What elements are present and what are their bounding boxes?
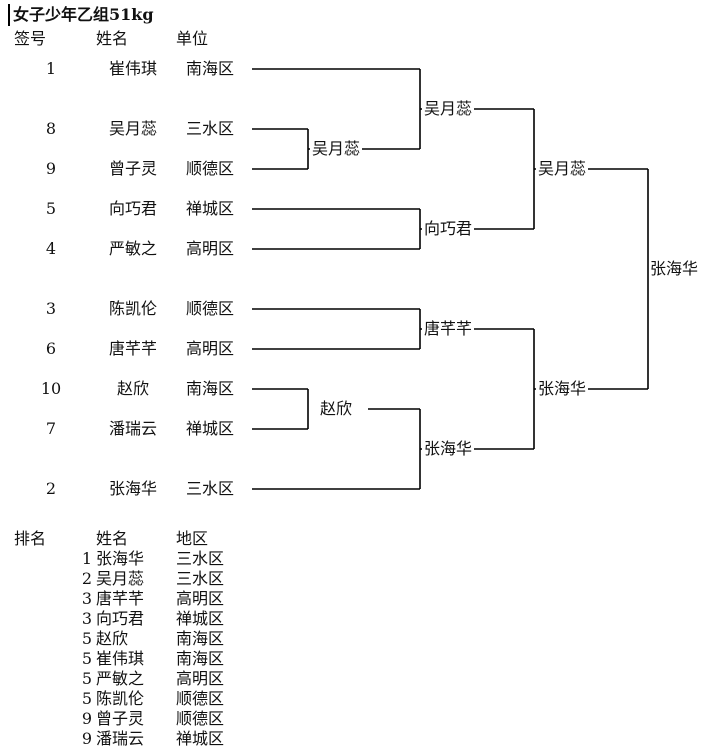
bracket-r2-winner: 向巧君 (422, 219, 475, 239)
ranking-region: 顺德区 (176, 689, 225, 708)
ranking-name: 赵欣 (96, 629, 129, 648)
entry-seed: 9 (45, 159, 57, 178)
entry-unit: 三水区 (186, 119, 235, 138)
entry-name: 严敏之 (108, 239, 157, 258)
entry-seed: 4 (45, 239, 57, 258)
bracket-r1-winner: 赵欣 (318, 399, 355, 419)
entry-seed: 3 (45, 299, 57, 318)
ranking-header-name: 姓名 (96, 529, 129, 548)
entry-seed: 6 (45, 339, 57, 358)
entry-seed: 7 (45, 419, 57, 438)
ranking-region: 三水区 (176, 569, 225, 588)
ranking-name: 崔伟琪 (96, 649, 145, 668)
ranking-name: 向巧君 (96, 609, 145, 628)
entry-unit: 南海区 (186, 379, 235, 398)
ranking-name: 吴月蕊 (96, 569, 145, 588)
entry-seed: 1 (45, 59, 57, 78)
ranking-rank: 5 (81, 649, 92, 668)
entry-unit: 高明区 (186, 239, 235, 258)
ranking-rank: 1 (81, 549, 92, 568)
entry-name: 曾子灵 (108, 159, 157, 178)
entry-name: 陈凯伦 (108, 299, 157, 318)
ranking-rank: 5 (81, 669, 92, 688)
entry-unit: 三水区 (186, 479, 235, 498)
header-unit: 单位 (176, 29, 209, 48)
bracket-sf-winner: 张海华 (536, 379, 589, 399)
ranking-header-rank: 排名 (14, 529, 47, 548)
bracket-champion: 张海华 (650, 259, 699, 278)
header-seed: 签号 (14, 29, 47, 48)
ranking-rank: 2 (81, 569, 92, 588)
ranking-region: 禅城区 (176, 729, 225, 748)
ranking-region: 禅城区 (176, 609, 225, 628)
ranking-region: 三水区 (176, 549, 225, 568)
entry-name: 潘瑞云 (108, 419, 157, 438)
ranking-region: 高明区 (176, 669, 225, 688)
entry-name: 张海华 (108, 479, 157, 498)
entry-unit: 高明区 (186, 339, 235, 358)
ranking-rank: 5 (81, 629, 92, 648)
entry-unit: 禅城区 (186, 199, 235, 218)
ranking-name: 严敏之 (96, 669, 145, 688)
entry-seed: 10 (40, 379, 62, 398)
ranking-name: 唐芊芊 (96, 589, 145, 608)
ranking-region: 高明区 (176, 589, 225, 608)
entry-unit: 南海区 (186, 59, 235, 78)
ranking-rank: 3 (81, 609, 92, 628)
ranking-region: 南海区 (176, 649, 225, 668)
entry-name: 吴月蕊 (108, 119, 157, 138)
entry-unit: 禅城区 (186, 419, 235, 438)
ranking-region: 南海区 (176, 629, 225, 648)
entry-name: 赵欣 (116, 379, 149, 398)
bracket-r2-winner: 唐芊芊 (422, 319, 475, 339)
ranking-rank: 9 (81, 709, 92, 728)
bracket-sf-winner: 吴月蕊 (536, 159, 589, 179)
entry-seed: 8 (45, 119, 57, 138)
ranking-rank: 5 (81, 689, 92, 708)
entry-name: 唐芊芊 (108, 339, 157, 358)
entry-seed: 2 (45, 479, 57, 498)
entry-name: 崔伟琪 (108, 59, 157, 78)
ranking-header-region: 地区 (176, 529, 209, 548)
ranking-rank: 9 (81, 729, 92, 748)
ranking-name: 曾子灵 (96, 709, 145, 728)
entry-seed: 5 (45, 199, 57, 218)
ranking-name: 潘瑞云 (96, 729, 145, 748)
bracket-r2-winner: 张海华 (422, 439, 475, 459)
page-title: 女子少年乙组51kg (8, 4, 154, 26)
entry-unit: 顺德区 (186, 159, 235, 178)
entry-unit: 顺德区 (186, 299, 235, 318)
ranking-name: 张海华 (96, 549, 145, 568)
bracket-r2-winner: 吴月蕊 (422, 99, 475, 119)
bracket-r1-winner: 吴月蕊 (310, 139, 363, 159)
ranking-name: 陈凯伦 (96, 689, 145, 708)
header-name: 姓名 (96, 29, 129, 48)
ranking-rank: 3 (81, 589, 92, 608)
entry-name: 向巧君 (108, 199, 157, 218)
ranking-region: 顺德区 (176, 709, 225, 728)
